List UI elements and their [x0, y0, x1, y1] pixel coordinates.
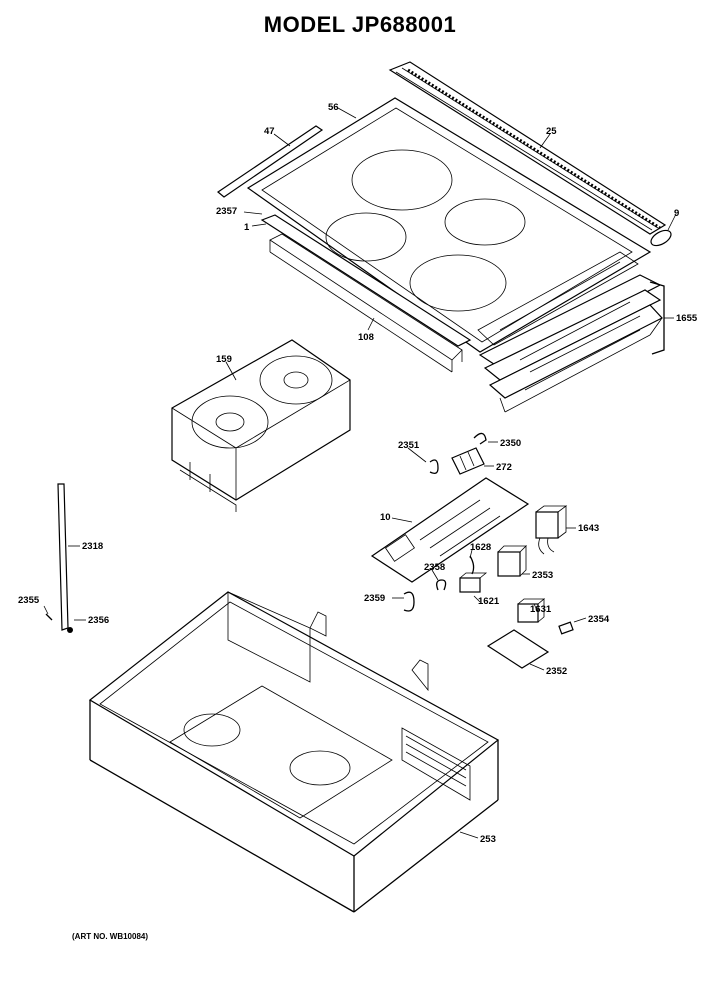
- part-2351-clip: [429, 459, 439, 474]
- diagram-title: MODEL JP688001: [263, 12, 457, 37]
- label-272: 272: [496, 462, 512, 473]
- label-10: 10: [380, 512, 391, 523]
- label-253: 253: [480, 834, 496, 845]
- part-2353-relay: [497, 545, 527, 577]
- label-47: 47: [264, 126, 275, 137]
- part-1631-switch: [517, 598, 546, 623]
- art-number: (ART NO. WB10084): [72, 932, 149, 941]
- part-9-end-cap: [650, 229, 672, 247]
- part-2356-nut: [67, 627, 73, 633]
- label-2356: 2356: [88, 615, 109, 626]
- label-1628: 1628: [470, 542, 491, 553]
- label-2318: 2318: [82, 541, 103, 552]
- part-2352-plate: [486, 629, 550, 669]
- part-272-terminal-block: [451, 447, 485, 475]
- label-2353: 2353: [532, 570, 553, 581]
- label-1643: 1643: [578, 523, 599, 534]
- part-25-rear-trim: [388, 61, 667, 235]
- part-1655-control-assembly: [478, 274, 665, 413]
- part-2354-indicator: [558, 621, 574, 635]
- label-2351: 2351: [398, 440, 420, 451]
- part-2357-gasket: [260, 214, 472, 347]
- label-1621: 1621: [478, 596, 500, 607]
- label-2355: 2355: [18, 595, 40, 606]
- part-159-burner-box: [171, 339, 351, 512]
- label-25: 25: [546, 126, 557, 137]
- label-2354: 2354: [588, 614, 610, 625]
- label-1: 1: [244, 222, 250, 233]
- part-2350-clip: [473, 432, 487, 445]
- part-2355-screw: [45, 613, 53, 621]
- leader-lines: [43, 107, 677, 839]
- part-56-cooktop-glass: [246, 97, 652, 353]
- part-1628-wire: [469, 555, 475, 575]
- label-108: 108: [358, 332, 374, 343]
- part-labels: 56 47 25 9 2357 1 1655 108 159 2351 2350…: [18, 102, 698, 845]
- part-1621-switch: [459, 572, 488, 593]
- label-1655: 1655: [676, 313, 698, 324]
- label-2357: 2357: [216, 206, 237, 217]
- label-1631: 1631: [530, 604, 552, 615]
- part-47-side-trim: [217, 125, 324, 198]
- part-2318-rod: [57, 483, 69, 631]
- label-2352: 2352: [546, 666, 567, 677]
- part-1643-transformer: [535, 505, 568, 555]
- label-56: 56: [328, 102, 339, 113]
- label-2358: 2358: [424, 562, 445, 573]
- part-2358-clip: [436, 579, 447, 591]
- part-108-frame: [269, 233, 463, 373]
- label-159: 159: [216, 354, 232, 365]
- part-253-chassis: [88, 591, 500, 913]
- label-2359: 2359: [364, 593, 385, 604]
- part-2359-clip: [403, 591, 415, 612]
- label-2350: 2350: [500, 438, 521, 449]
- part-10-control-board: [370, 477, 530, 583]
- label-9: 9: [674, 208, 679, 219]
